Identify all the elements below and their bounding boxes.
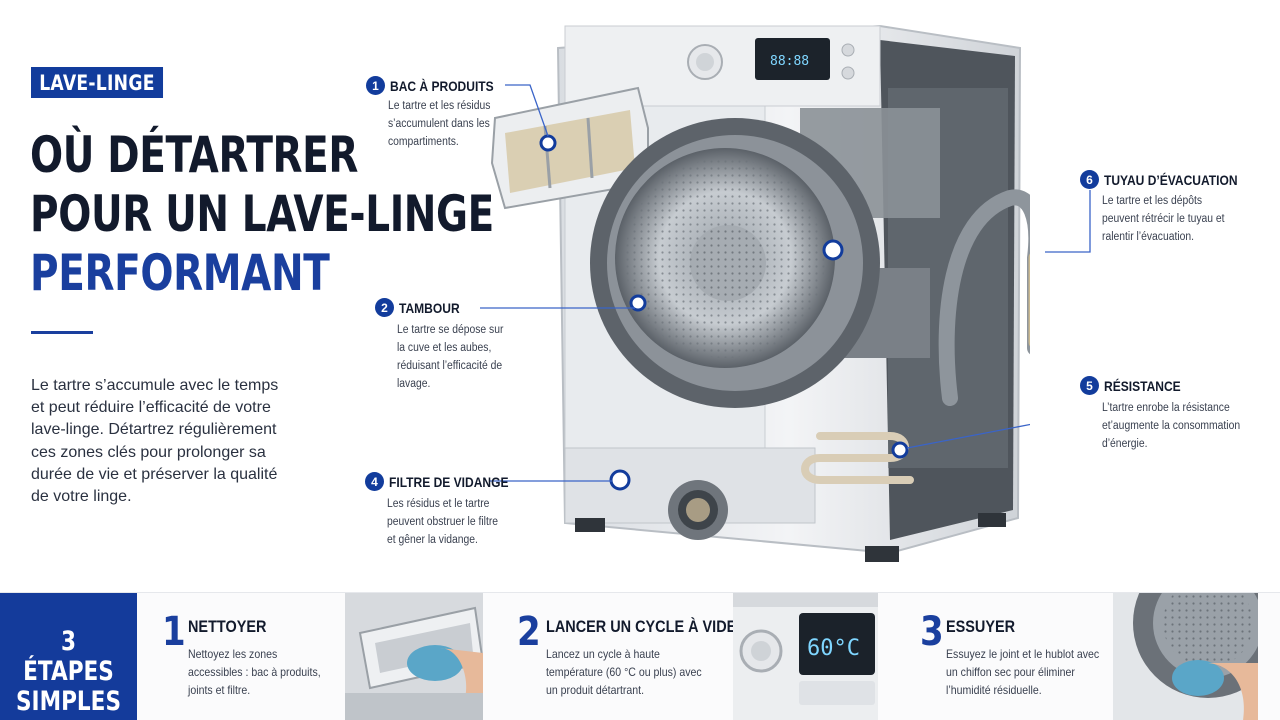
- callout-title: FILTRE DE VIDANGE: [389, 473, 509, 490]
- callout-title: BAC À PRODUITS: [390, 77, 494, 94]
- callout-title: TUYAU D’ÉVACUATION: [1104, 171, 1238, 188]
- steps-heading-line-2: SIMPLES: [16, 686, 121, 717]
- callout-description: Le tartre se dépose sur la cuve et les a…: [397, 324, 504, 390]
- step-number: 1: [162, 609, 186, 655]
- step-description: Essuyez le joint et le hublot avec un ch…: [946, 647, 1100, 697]
- svg-text:88:88: 88:88: [770, 54, 809, 69]
- step-2: 2 LANCER UN CYCLE À VIDE Lancez un cycle…: [517, 593, 736, 720]
- step-1-photo: [345, 593, 483, 720]
- category-tag: LAVE-LINGE: [31, 67, 163, 98]
- title-line-3: PERFORMANT: [30, 244, 330, 302]
- display-temperature: 60°C: [807, 636, 860, 661]
- callout-title: TAMBOUR: [399, 299, 460, 316]
- callout-resistance: 5 RÉSISTANCE L’tartre enrobe la résistan…: [1080, 376, 1262, 453]
- step-3-photo: [1113, 593, 1258, 720]
- step-description: Nettoyez les zones accessibles : bac à p…: [188, 647, 321, 697]
- steps-heading-line-1: 3 ÉTAPES: [23, 626, 114, 687]
- step-number: 3: [920, 609, 944, 655]
- callout-number: 5: [1080, 376, 1099, 395]
- washing-machine-illustration: 88:88: [480, 24, 1030, 562]
- step-title: NETTOYER: [188, 617, 267, 636]
- page-title: OÙ DÉTARTRER POUR UN LAVE-LINGE PERFORMA…: [30, 126, 550, 303]
- step-description: Lancez un cycle à haute température (60 …: [546, 647, 702, 697]
- callout-tuyau-evacuation: 6 TUYAU D’ÉVACUATION Le tartre et les dé…: [1080, 170, 1259, 246]
- step-2-photo: 60°C: [733, 593, 878, 720]
- callout-description: Le tartre et les dépôts peuvent rétrécir…: [1102, 195, 1225, 243]
- intro-text: Le tartre s’accumule avec le temps et pe…: [31, 377, 279, 506]
- callout-filtre-de-vidange: 4 FILTRE DE VIDANGE Les résidus et le ta…: [365, 472, 528, 549]
- callout-number: 1: [366, 76, 385, 95]
- steps-bar: 3 ÉTAPES SIMPLES 1 NETTOYER Nettoyez les…: [0, 592, 1280, 720]
- callout-number: 4: [365, 472, 384, 491]
- leader-line-6: [1045, 190, 1091, 253]
- callout-number: 6: [1080, 170, 1099, 189]
- callout-tambour: 2 TAMBOUR Le tartre se dépose sur la cuv…: [375, 298, 522, 393]
- callout-description: L’tartre enrobe la résistance et’augment…: [1102, 402, 1241, 450]
- callout-number: 2: [375, 298, 394, 317]
- callout-description: Les résidus et le tartre peuvent obstrue…: [387, 498, 499, 546]
- title-line-2: POUR UN LAVE-LINGE: [30, 185, 494, 243]
- step-title: ESSUYER: [946, 617, 1016, 636]
- title-line-1: OÙ DÉTARTRER: [30, 126, 359, 184]
- steps-heading-box: 3 ÉTAPES SIMPLES: [0, 593, 137, 720]
- callout-title: RÉSISTANCE: [1104, 377, 1181, 394]
- callout-description: Le tartre et les résidus s’accumulent da…: [388, 100, 491, 148]
- callout-bac-a-produits: 1 BAC À PRODUITS Le tartre et les résidu…: [366, 76, 511, 151]
- step-title: LANCER UN CYCLE À VIDE: [546, 617, 737, 636]
- step-1: 1 NETTOYER Nettoyez les zones accessible…: [162, 593, 342, 720]
- title-divider: [31, 331, 93, 334]
- step-number: 2: [517, 609, 541, 655]
- step-3: 3 ESSUYER Essuyez le joint et le hublot …: [920, 593, 1110, 720]
